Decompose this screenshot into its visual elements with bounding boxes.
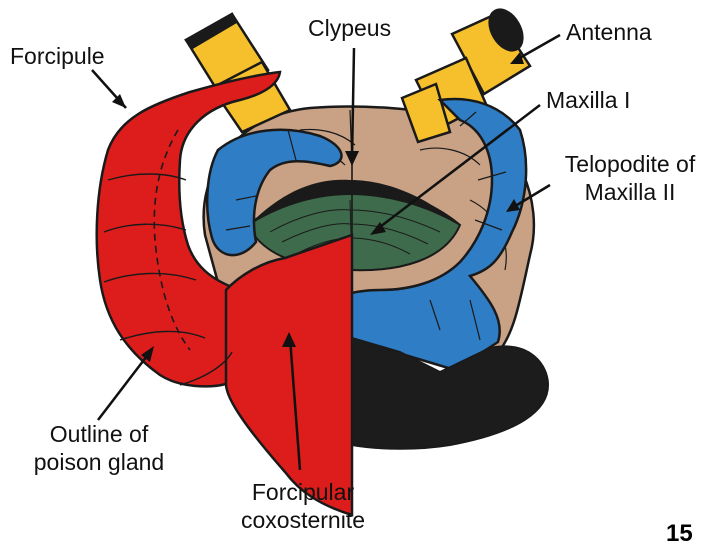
label-telopodite: Telopodite of Maxilla II (540, 150, 720, 206)
label-telopodite-line2: Maxilla II (540, 178, 720, 206)
label-poison-gland-line2: poison gland (14, 448, 184, 476)
label-forcipule: Forcipule (10, 42, 105, 70)
label-coxosternite-line2: coxosternite (228, 506, 378, 534)
label-poison-gland-line1: Outline of (14, 420, 184, 448)
label-poison-gland: Outline of poison gland (14, 420, 184, 476)
label-antenna: Antenna (566, 18, 652, 46)
forcipular-coxosternite (226, 235, 352, 515)
page-number: 15 (666, 520, 693, 548)
label-coxosternite: Forcipular coxosternite (228, 478, 378, 534)
leader-poison-gland (98, 352, 150, 420)
label-clypeus: Clypeus (308, 14, 391, 42)
label-telopodite-line1: Telopodite of (540, 150, 720, 178)
label-maxilla-1: Maxilla I (546, 86, 630, 114)
label-coxosternite-line1: Forcipular (228, 478, 378, 506)
